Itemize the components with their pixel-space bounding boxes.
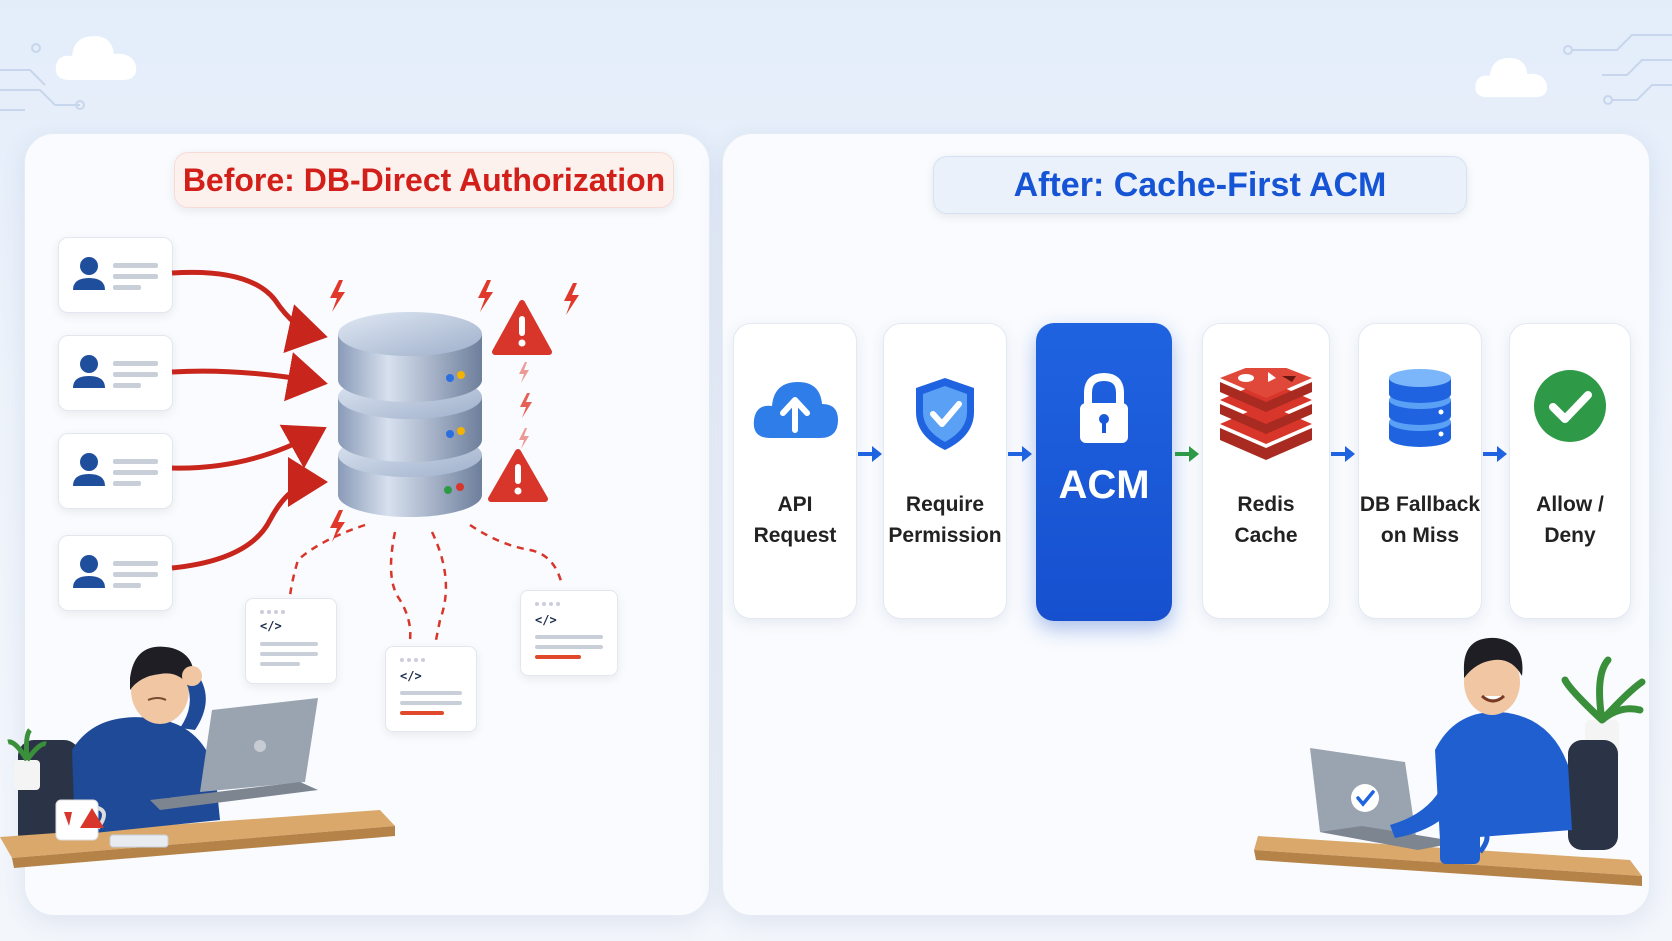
code-lines: [535, 602, 603, 659]
request-arrows: [171, 269, 328, 571]
lock-icon: [1036, 371, 1172, 452]
user-card: [58, 433, 173, 509]
user-icon: [73, 453, 158, 486]
check-circle-icon: [1510, 368, 1630, 449]
user-card: [58, 237, 173, 313]
warning-icon: [488, 449, 548, 502]
shield-check-icon: [884, 374, 1006, 459]
before-diagram: [171, 269, 579, 646]
user-icon: [73, 257, 158, 290]
user-icon: [73, 355, 158, 388]
happy-developer-illustration: [1254, 637, 1646, 886]
step-label: DB Fallback on Miss: [1359, 493, 1481, 547]
step-redis-cache: Redis Cache: [1202, 323, 1330, 619]
user-icon: [73, 555, 158, 588]
query-lines: [288, 523, 564, 646]
step-label: Require Permission: [888, 493, 1002, 547]
step-acm: ACM: [1036, 323, 1172, 621]
user-card: [58, 535, 173, 611]
lightning-icon: [330, 280, 579, 542]
cloud-decoration-right: [1475, 57, 1548, 98]
database-icon: [1359, 366, 1481, 453]
user-card: [58, 335, 173, 411]
step-label: API Request: [753, 493, 837, 547]
code-card: </>: [245, 598, 337, 684]
code-card: </>: [520, 590, 618, 676]
arrow-right-icon: [1331, 446, 1355, 462]
arrow-right-icon: [1175, 446, 1199, 462]
code-card: </>: [385, 646, 477, 732]
cloud-decoration-left: [55, 36, 137, 80]
step-label: ACM: [1058, 463, 1150, 507]
code-tag: </>: [260, 619, 282, 633]
step-require-permission: Require Permission: [883, 323, 1007, 619]
arrow-right-icon: [1483, 446, 1507, 462]
database-icon: [338, 312, 482, 517]
code-lines: [400, 658, 462, 715]
redis-icon: [1203, 360, 1329, 465]
code-lines: [260, 610, 318, 666]
stressed-developer-illustration: [0, 646, 395, 868]
code-tag: </>: [400, 669, 422, 683]
code-tag: </>: [535, 613, 557, 627]
step-label: Redis Cache: [1234, 493, 1298, 547]
cloud-upload-icon: [734, 374, 856, 449]
step-db-fallback: DB Fallback on Miss: [1358, 323, 1482, 619]
arrow-right-icon: [1008, 446, 1032, 462]
circuit-lines-left: [0, 43, 85, 111]
step-label: Allow / Deny: [1536, 493, 1604, 547]
circuit-lines-right: [1563, 34, 1672, 105]
before-title: Before: DB-Direct Authorization: [174, 152, 674, 208]
arrow-right-icon: [858, 446, 882, 462]
after-title: After: Cache-First ACM: [933, 156, 1467, 214]
step-api-request: API Request: [733, 323, 857, 619]
warning-icon: [492, 300, 552, 355]
step-allow-deny: Allow / Deny: [1509, 323, 1631, 619]
